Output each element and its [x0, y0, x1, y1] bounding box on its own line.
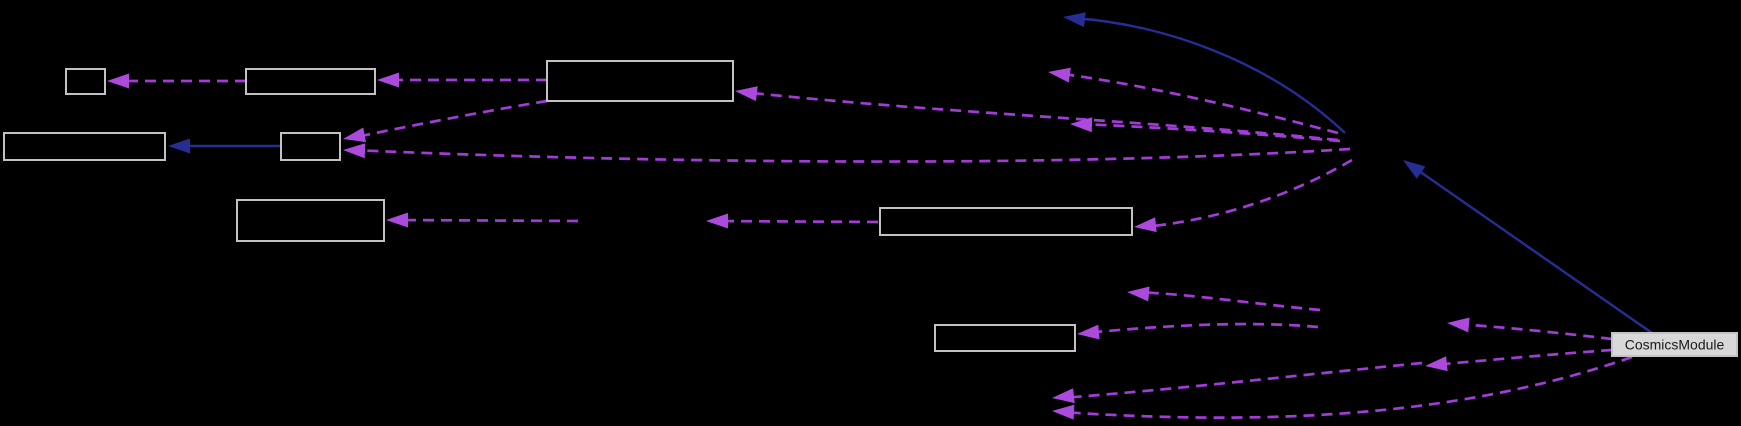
graph-edge-dashed-hub-to-box5 [343, 143, 1351, 163]
arrowhead-icon [1048, 67, 1071, 83]
graph-edge-dashed-right-upper [1127, 286, 1321, 312]
arrowhead-icon [1447, 317, 1470, 333]
graph-node-box6[interactable] [236, 199, 385, 242]
arrowhead-icon [1070, 117, 1093, 133]
arrowhead-icon [706, 213, 728, 229]
graph-edge-dashed-right-lower [1052, 361, 1423, 404]
graph-edge-dashed-mid-to-box6 [386, 212, 579, 228]
arrowhead-icon [1063, 12, 1086, 28]
graph-edge-dashed-right-to-box8 [1077, 322, 1319, 340]
graph-node-box8[interactable] [934, 324, 1076, 352]
arrowhead-icon [343, 143, 366, 159]
graph-edge-dashed-cosmics-left-a [1447, 317, 1613, 341]
graph-node-box5[interactable] [280, 132, 341, 161]
graph-edge-dashed-box3-to-box5 [343, 99, 548, 143]
graph-edge-dashed-cosmics-left-b [1425, 348, 1613, 372]
arrowhead-icon [1134, 217, 1157, 233]
arrowhead-icon [1425, 356, 1448, 372]
graph-node-cosmics-module[interactable]: CosmicsModule [1611, 332, 1738, 357]
graph-edge-solid-cosmics-to-hub [1403, 160, 1653, 334]
graph-edge-dashed-hub-to-box3 [735, 86, 1339, 142]
graph-edge-dashed-hub-upper-a [1048, 67, 1339, 135]
graph-edge-dashed-box7-to-mid [706, 213, 879, 229]
graph-edge-dashed-hub-upper-b [1070, 117, 1341, 143]
graph-edge-dashed-box3-to-box2 [377, 72, 547, 88]
arrowhead-icon [168, 138, 190, 154]
graph-node-box1[interactable] [65, 68, 106, 95]
arrowhead-icon [107, 73, 129, 89]
arrowhead-icon [1052, 388, 1075, 404]
arrowhead-icon [343, 127, 367, 143]
graph-node-box2[interactable] [245, 68, 376, 95]
arrowhead-icon [1077, 324, 1100, 340]
node-label-cosmics-module: CosmicsModule [1625, 337, 1725, 353]
arrowhead-icon [1052, 404, 1075, 420]
graph-node-box4[interactable] [3, 132, 166, 161]
graph-edge-dashed-cosmics-bottom [1052, 355, 1633, 420]
arrowhead-icon [735, 86, 758, 102]
graph-edge-dashed-box2-to-box1 [107, 73, 246, 89]
graph-node-box7[interactable] [879, 207, 1133, 236]
graph-node-box3[interactable] [546, 60, 734, 102]
graph-edge-dashed-hub-to-box7 [1134, 158, 1353, 233]
arrowhead-icon [1127, 286, 1150, 302]
arrowhead-icon [377, 72, 399, 88]
arrowhead-icon [386, 212, 408, 228]
graph-edge-solid-box5-to-box4 [168, 138, 281, 154]
graph-edge-solid-hub-to-topleft [1063, 12, 1346, 134]
arrowhead-icon [1403, 160, 1426, 179]
